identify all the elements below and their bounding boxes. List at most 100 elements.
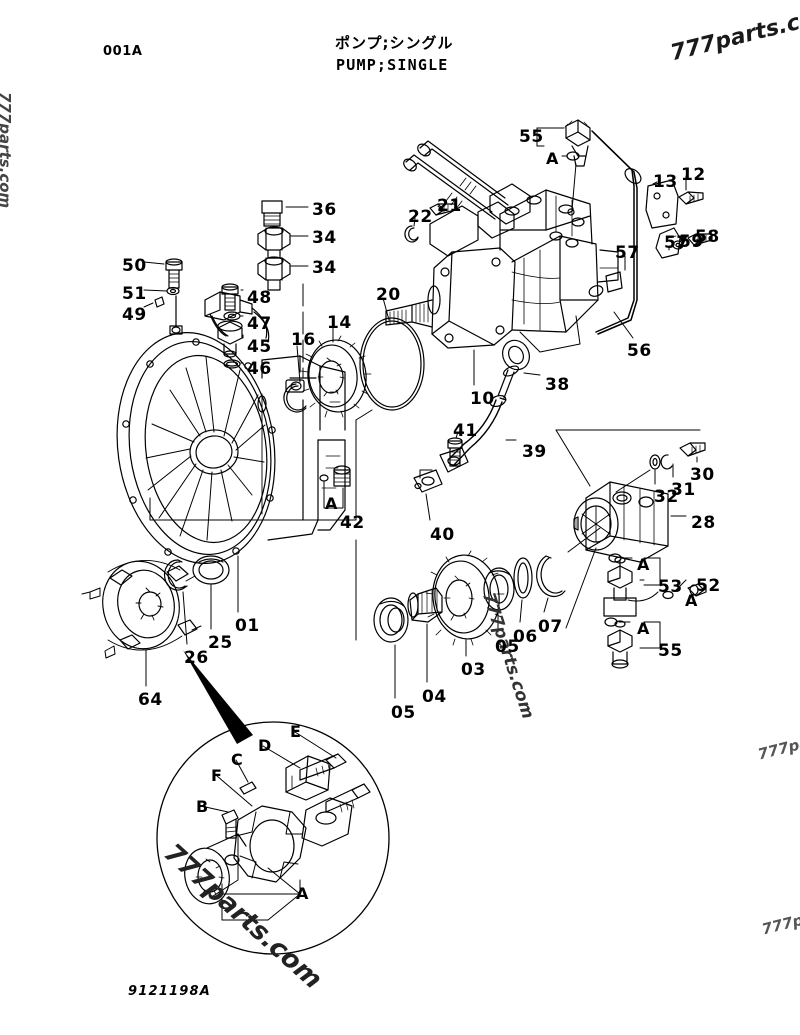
callout-21-20: 21 <box>437 196 462 216</box>
callout-38-14: 38 <box>545 375 570 395</box>
control-rods <box>403 140 531 257</box>
plug-part-36 <box>261 200 283 227</box>
o-ring-part-32 <box>649 454 661 470</box>
detail-circle <box>156 721 390 955</box>
callout-52-34: 52 <box>696 576 721 596</box>
bolt-part-58 <box>687 233 713 246</box>
callout-05-43: 05 <box>495 637 520 657</box>
callout-26-38: 26 <box>184 648 209 668</box>
callout-45-8: 45 <box>247 337 272 357</box>
bracket-part-13 <box>645 179 679 229</box>
callout-03-42: 03 <box>461 660 486 680</box>
nut-part-34b <box>257 256 291 291</box>
clamp-part-57b <box>605 271 623 293</box>
callout-10-13: 10 <box>470 389 495 409</box>
bolt-part-52 <box>687 583 707 597</box>
gasket-part-40 <box>413 469 443 493</box>
eyebolt-part-38 <box>497 339 530 401</box>
gear-pump-part-28 <box>573 481 669 563</box>
callout-49-5: 49 <box>122 305 147 325</box>
callout-25-37: 25 <box>208 633 233 653</box>
letter-callout-a-3: A <box>685 591 698 610</box>
callout-55-19: 55 <box>519 127 544 147</box>
plug-part-42 <box>333 465 351 487</box>
callout-13-22: 13 <box>653 172 678 192</box>
washer-part-59 <box>672 240 684 250</box>
fitting-part-55-bottom <box>607 620 633 669</box>
o-ring-part-46 <box>223 359 241 369</box>
callout-34-1: 34 <box>312 228 337 248</box>
washer-part-22 <box>404 225 419 243</box>
callout-57-25: 57 <box>664 233 689 253</box>
callout-51-4: 51 <box>122 284 147 304</box>
callout-34-2: 34 <box>312 258 337 278</box>
clip-part-49 <box>154 295 183 335</box>
callout-56-28: 56 <box>627 341 652 361</box>
callout-42-18: 42 <box>340 513 365 533</box>
bell-housing-part-01 <box>116 332 346 564</box>
callout-05-40: 05 <box>391 703 416 723</box>
bolt-part-50 <box>165 258 183 289</box>
callout-28-32: 28 <box>691 513 716 533</box>
callout-41-15: 41 <box>453 421 478 441</box>
detail-exploded-coupling <box>184 753 371 905</box>
fitting-part-55-top <box>564 119 591 167</box>
callout-55-35: 55 <box>658 641 683 661</box>
bearing-part-05a <box>373 597 409 643</box>
callout-50-3: 50 <box>122 256 147 276</box>
page-code: 001A <box>103 44 143 59</box>
callout-20-12: 20 <box>376 285 401 305</box>
gear-part-03 <box>425 550 505 646</box>
washer-part-47 <box>223 311 241 321</box>
plug-part-45 <box>217 320 243 358</box>
shaft-part-04 <box>407 587 443 623</box>
snap-ring-part-16 <box>283 383 307 413</box>
title-english: PUMP;SINGLE <box>336 56 449 74</box>
callout-16-10: 16 <box>291 330 316 350</box>
bearing-part-05b <box>483 567 515 611</box>
callout-06-44: 06 <box>513 627 538 647</box>
washer-part-31 <box>660 454 673 470</box>
detail-letter-b-4: B <box>196 797 209 816</box>
bolt-part-41 <box>447 437 463 467</box>
tube-part-39 <box>439 394 507 473</box>
seal-part-25 <box>192 555 230 585</box>
callout-48-6: 48 <box>247 288 272 308</box>
callout-07-45: 07 <box>538 617 563 637</box>
letter-callout-a-1: A <box>325 494 338 513</box>
pump-body-part-10 <box>385 189 619 353</box>
callout-22-21: 22 <box>408 207 433 227</box>
detail-letter-a-5: A <box>296 884 309 903</box>
detail-letter-d-1: D <box>258 736 272 755</box>
callout-32-29: 32 <box>654 487 679 507</box>
callout-57-24: 57 <box>615 243 640 263</box>
drawing-number: 9121198A <box>128 984 211 999</box>
callout-64-39: 64 <box>138 690 163 710</box>
fitting-part-53 <box>603 556 637 617</box>
callout-12-23: 12 <box>681 165 706 185</box>
callout-59-26: 59 <box>679 232 704 252</box>
title-japanese: ポンプ;シングル <box>335 34 454 52</box>
callout-14-11: 14 <box>327 313 352 333</box>
spacer-part-06 <box>513 557 533 599</box>
callout-58-27: 58 <box>695 227 720 247</box>
callout-53-33: 53 <box>658 577 683 597</box>
callout-31-30: 31 <box>671 480 696 500</box>
coupling-part-64 <box>81 560 202 659</box>
tube-part-56 <box>591 130 635 333</box>
callout-47-7: 47 <box>247 314 272 334</box>
detail-letter-f-3: F <box>211 766 222 785</box>
callout-36-0: 36 <box>312 200 337 220</box>
detail-letter-c-2: C <box>231 750 243 769</box>
snap-ring-part-26 <box>163 559 188 591</box>
letter-callout-a-2: A <box>637 555 650 574</box>
callout-30-31: 30 <box>690 465 715 485</box>
callout-04-41: 04 <box>422 687 447 707</box>
clamp-part-57a <box>655 227 681 259</box>
bolt-part-30 <box>679 442 706 457</box>
o-ring-part-20 <box>359 317 425 411</box>
callout-46-9: 46 <box>247 359 272 379</box>
letter-callout-a-4: A <box>637 619 650 638</box>
